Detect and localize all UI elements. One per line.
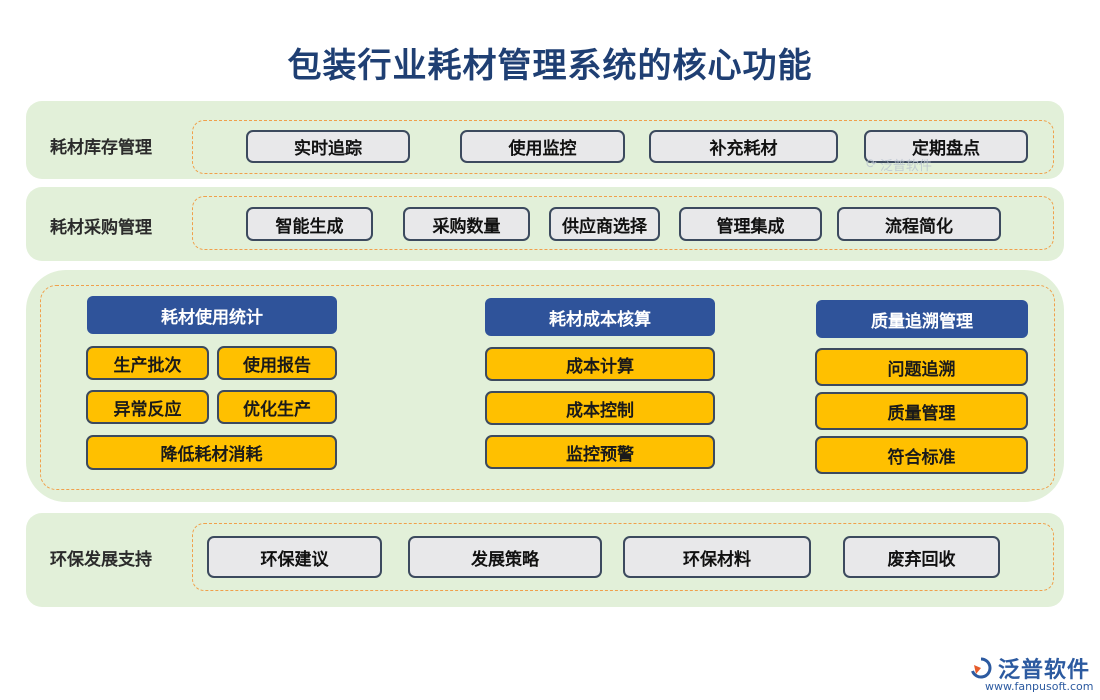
eco-item[interactable]: 废弃回收 xyxy=(843,536,1000,578)
eco-item[interactable]: 环保建议 xyxy=(207,536,382,578)
brand-logo-icon xyxy=(971,657,992,679)
quality-item[interactable]: 问题追溯 xyxy=(815,348,1028,386)
procurement-item[interactable]: 采购数量 xyxy=(403,207,530,241)
cost-item[interactable]: 监控预警 xyxy=(485,435,715,469)
inventory-item[interactable]: 补充耗材 xyxy=(649,130,838,163)
eco-item[interactable]: 发展策略 xyxy=(408,536,602,578)
procurement-item[interactable]: 管理集成 xyxy=(679,207,822,241)
usage-item[interactable]: 优化生产 xyxy=(217,390,337,424)
brand-name: 泛普软件 xyxy=(998,658,1091,683)
watermark-logo-icon: ⟳ xyxy=(866,157,877,172)
usage-item[interactable]: 生产批次 xyxy=(86,346,209,380)
brand-logo: 泛普软件 xyxy=(970,652,1090,684)
watermark: ⟳ 泛普软件 xyxy=(866,157,932,174)
inventory-item[interactable]: 使用监控 xyxy=(460,130,625,163)
usage-item[interactable]: 异常反应 xyxy=(86,390,209,424)
usage-item[interactable]: 降低耗材消耗 xyxy=(86,435,337,470)
quality-item[interactable]: 质量管理 xyxy=(815,392,1028,430)
procurement-item[interactable]: 流程简化 xyxy=(837,207,1001,241)
inventory-dashed-frame xyxy=(192,120,1054,174)
inventory-item[interactable]: 实时追踪 xyxy=(246,130,410,163)
page-title: 包装行业耗材管理系统的核心功能 xyxy=(287,46,813,86)
inventory-label: 耗材库存管理 xyxy=(50,138,152,158)
usage-stats-header: 耗材使用统计 xyxy=(87,296,337,334)
procurement-item[interactable]: 智能生成 xyxy=(246,207,373,241)
procurement-label: 耗材采购管理 xyxy=(50,218,152,238)
quality-item[interactable]: 符合标准 xyxy=(815,436,1028,474)
eco-item[interactable]: 环保材料 xyxy=(623,536,811,578)
quality-trace-header: 质量追溯管理 xyxy=(816,300,1028,338)
cost-item[interactable]: 成本计算 xyxy=(485,347,715,381)
usage-item[interactable]: 使用报告 xyxy=(217,346,337,380)
procurement-item[interactable]: 供应商选择 xyxy=(549,207,660,241)
core-dashed-frame xyxy=(40,285,1055,490)
brand-url: www.fanpusoft.com xyxy=(985,680,1094,693)
eco-dashed-frame xyxy=(192,523,1054,591)
procurement-dashed-frame xyxy=(192,196,1054,250)
cost-accounting-header: 耗材成本核算 xyxy=(485,298,715,336)
inventory-item[interactable]: 定期盘点 xyxy=(864,130,1028,163)
eco-label: 环保发展支持 xyxy=(50,550,152,570)
cost-item[interactable]: 成本控制 xyxy=(485,391,715,425)
